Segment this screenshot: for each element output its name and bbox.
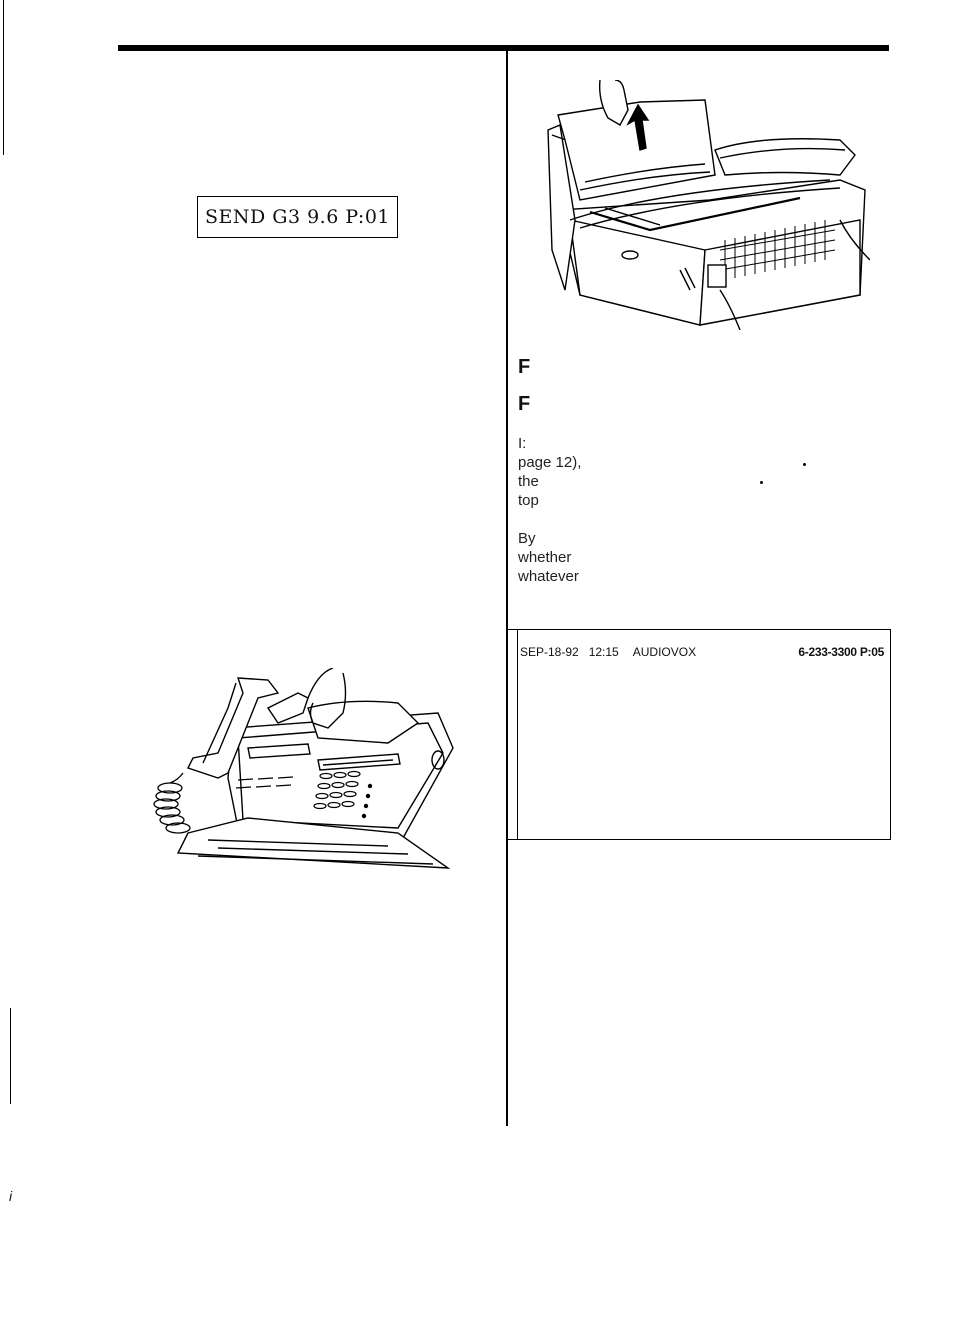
fax-report-box xyxy=(508,629,891,840)
lcd-display: SEND G3 9.6 P:01 xyxy=(197,196,398,238)
page-corner-mark: i xyxy=(9,1188,13,1204)
body-text-fragment: whether xyxy=(518,549,572,566)
body-text-fragment: I: xyxy=(518,435,527,452)
section-heading-fragment: F xyxy=(518,356,531,378)
report-time: 12:15 xyxy=(588,645,619,659)
body-text-fragment: whatever xyxy=(518,568,579,585)
report-sender: AUDIOVOX xyxy=(632,645,697,659)
column-divider xyxy=(506,46,508,1126)
report-date: SEP-18-92 xyxy=(520,645,579,659)
fax-machine-removing-paper-illustration xyxy=(540,80,870,330)
report-box-inner-rule xyxy=(517,629,518,840)
body-text-fragment: top xyxy=(518,492,539,509)
fax-header-line: SEP-18-92 12:15 AUDIOVOX 6-233-3300 P:05 xyxy=(520,645,884,659)
page-edge-line xyxy=(10,1008,11,1104)
report-number-page: 6-233-3300 P:05 xyxy=(798,645,884,659)
body-text-fragment: the xyxy=(518,473,539,490)
body-text-fragment: page 12), xyxy=(518,454,582,471)
top-rule xyxy=(118,45,889,51)
body-text-fragment: By xyxy=(518,530,536,547)
text-dot xyxy=(760,481,763,484)
page-edge-line xyxy=(3,0,4,155)
section-heading-fragment: F xyxy=(518,393,531,415)
text-dot xyxy=(803,463,806,466)
fax-machine-loading-document-illustration xyxy=(148,668,458,878)
